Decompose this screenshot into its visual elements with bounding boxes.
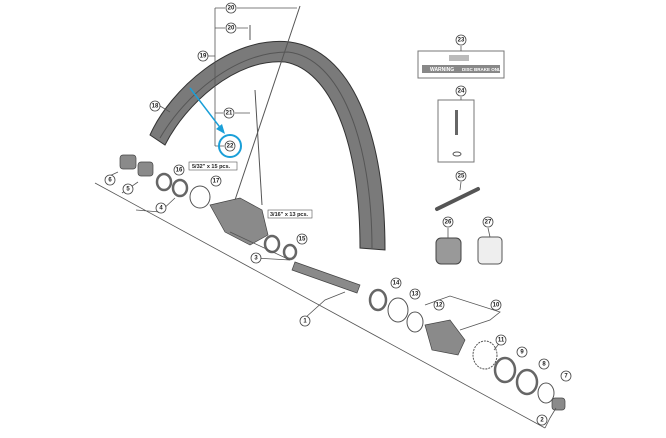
callout-circle [490,299,502,311]
seal-ring [155,172,173,192]
callout-number: 23 [458,38,465,44]
callout-circle [442,216,454,228]
spoke [254,89,263,206]
callout-number: 21 [226,111,233,117]
ring-14 [368,288,388,312]
seal [189,185,211,209]
highlight-circle [218,134,242,158]
sticker-disc-text: DISC BRAKE ONLY [462,67,503,72]
callout-number: 1 [303,319,307,325]
callout-number: 20 [228,26,235,32]
rim [149,40,386,251]
callout-number: 8 [542,362,546,368]
washer [452,151,462,157]
callout-circle [495,334,507,346]
axle [291,261,361,294]
callout-circle [516,346,528,358]
ratchet-ring [472,340,498,370]
callout-circle [225,2,237,14]
callout-number: 17 [213,179,220,185]
callout-number: 12 [436,303,443,309]
callout-circle [223,107,235,119]
sticker-band [422,65,500,73]
callout-circle [155,202,167,214]
callout-circle [250,252,262,264]
callout-number: 4 [159,206,163,212]
callout-number: 22 [227,144,234,150]
callout-number: 11 [498,338,505,344]
callout-circle [560,370,572,382]
callout-number: 16 [176,168,183,174]
ring-12 [406,311,424,333]
ball-note-right-text: 3/16" x 13 pcs. [270,212,309,218]
hub-body [209,197,269,246]
callout-number: 14 [393,281,400,287]
callout-circle [225,22,237,34]
arrow-head [216,124,225,134]
ball-retainer [171,178,189,198]
callout-number: 18 [152,104,159,110]
ring-8 [515,368,539,396]
dust-cap [282,243,298,261]
ring-13 [387,297,409,323]
ring-9 [493,356,517,384]
callout-number: 10 [493,303,500,309]
sticker-warning-text: WARNING [430,67,454,73]
callout-number: 2 [540,418,544,424]
callout-number: 6 [108,178,112,184]
ball-note-right [267,209,313,219]
callout-number: 5 [126,187,130,193]
callout-circle [538,358,550,370]
ring-7 [537,382,555,404]
callout-circle [173,164,185,176]
cone [137,161,154,177]
grease-tub [477,236,503,265]
callout-circle [455,34,467,46]
callout-circle [197,50,209,62]
spoke [234,5,301,201]
callout-number: 13 [412,292,419,298]
sticker-logo [449,55,469,61]
callout-circle [455,85,467,97]
callout-number: 26 [445,220,452,226]
callout-circle [296,233,308,245]
callout-number: 27 [485,220,492,226]
adapter [435,237,462,265]
end-cap [551,397,566,411]
callout-circle [210,175,222,187]
callout-number: 20 [228,6,235,12]
callout-circle [482,216,494,228]
callout-circle [299,315,311,327]
callout-number: 3 [254,256,258,262]
ball-note-left [188,161,238,171]
freehub-body [424,319,466,356]
callout-circle [149,100,161,112]
callout-circle [409,288,421,300]
callout-number: 9 [520,350,524,356]
callout-circle [390,277,402,289]
ball-note-left-text: 5/32" x 15 pcs. [192,164,231,170]
tool-bit [455,110,458,135]
callout-number: 24 [458,89,465,95]
callout-circle [104,174,116,186]
callout-number: 25 [458,174,465,180]
callout-circle [433,299,445,311]
callout-circle [455,170,467,182]
callout-number: 15 [299,237,306,243]
callout-circle [224,140,236,152]
highlight-arrow [189,87,223,131]
callout-number: 7 [564,374,568,380]
wrench [435,187,480,211]
locknut [119,154,137,170]
callout-number: 19 [200,54,207,60]
callout-circle [536,414,548,426]
callout-circle [122,183,134,195]
